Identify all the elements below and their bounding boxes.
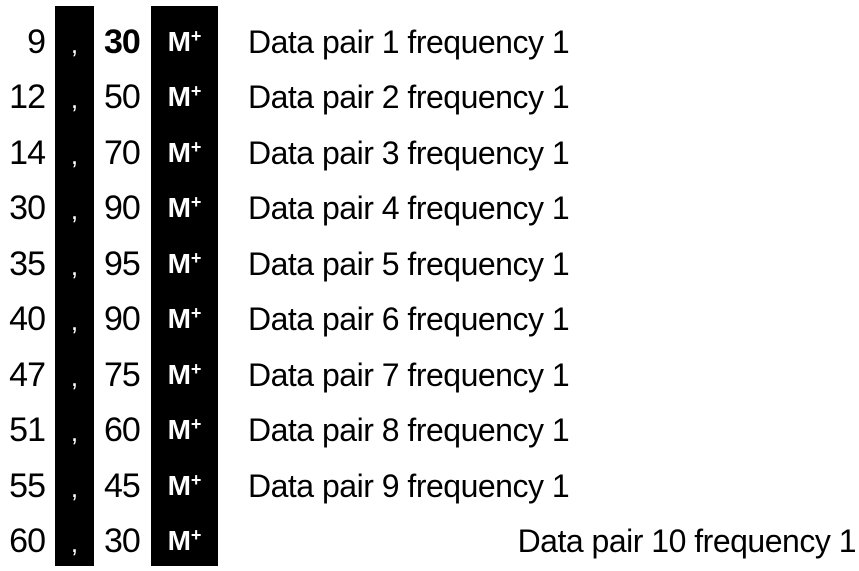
comma-key: , (70, 528, 79, 558)
y-value: 90 (104, 300, 141, 338)
m-plus-key-label: M (167, 26, 191, 57)
x-value: 12 (9, 78, 46, 116)
comma-key: , (70, 251, 79, 281)
y-value: 75 (104, 356, 141, 394)
m-plus-key-sign: + (190, 137, 202, 157)
data-pair-note: Data pair 3 frequency 1 (248, 135, 570, 171)
y-value: 60 (104, 411, 141, 449)
y-value: 30 (104, 522, 141, 560)
data-pair-note: Data pair 2 frequency 1 (248, 79, 570, 115)
m-plus-key-label: M (167, 470, 191, 501)
m-plus-key-column (151, 6, 218, 566)
x-value: 9 (27, 23, 46, 61)
data-pair-row: 51 , 60 M+ Data pair 8 frequency 1 (0, 402, 859, 458)
data-pair-note: Data pair 1 frequency 1 (248, 24, 570, 60)
x-value: 51 (9, 411, 46, 449)
comma-key: , (70, 417, 79, 447)
m-plus-key-label: M (167, 81, 191, 112)
data-pair-note: Data pair 7 frequency 1 (248, 357, 570, 393)
m-plus-key: M+ (151, 180, 218, 236)
m-plus-key: M+ (151, 402, 218, 458)
y-value: 50 (104, 78, 141, 116)
comma-key-column (55, 6, 94, 566)
m-plus-key: M+ (151, 236, 218, 292)
data-pair-note: Data pair 8 frequency 1 (248, 412, 570, 448)
data-pair-note: Data pair 9 frequency 1 (248, 468, 570, 504)
comma-key: , (70, 140, 79, 170)
m-plus-key-sign: + (190, 414, 202, 434)
data-pair-note: Data pair 10 frequency 1 (517, 523, 857, 559)
y-value: 95 (104, 245, 141, 283)
comma-key: , (70, 473, 79, 503)
comma-key: , (70, 29, 79, 59)
data-pair-row: 40 , 90 M+ Data pair 6 frequency 1 (0, 291, 859, 347)
m-plus-key-label: M (167, 414, 191, 445)
m-plus-key-sign: + (190, 81, 202, 101)
comma-key: , (70, 362, 79, 392)
data-pair-row: 35 , 95 M+ Data pair 5 frequency 1 (0, 236, 859, 292)
comma-key: , (70, 84, 79, 114)
data-pair-row: 60 , 30 M+ Data pair 10 frequency 1 (0, 513, 859, 569)
y-value: 90 (104, 189, 141, 227)
x-value: 55 (9, 467, 46, 505)
data-pair-note: Data pair 6 frequency 1 (248, 301, 570, 337)
m-plus-key: M+ (151, 347, 218, 403)
m-plus-key-sign: + (190, 248, 202, 268)
m-plus-key-label: M (167, 359, 191, 390)
m-plus-key: M+ (151, 125, 218, 181)
m-plus-key-sign: + (190, 470, 202, 490)
data-pair-row: 55 , 45 M+ Data pair 9 frequency 1 (0, 458, 859, 514)
x-value: 14 (9, 134, 46, 172)
m-plus-key-label: M (167, 303, 191, 334)
y-value: 70 (104, 134, 141, 172)
data-pair-note: Data pair 4 frequency 1 (248, 190, 570, 226)
m-plus-key-label: M (167, 137, 191, 168)
m-plus-key: M+ (151, 458, 218, 514)
m-plus-key-sign: + (190, 192, 202, 212)
m-plus-key-label: M (167, 248, 191, 279)
x-value: 60 (9, 522, 46, 560)
m-plus-key-sign: + (190, 359, 202, 379)
data-pair-row: 9 , 30 M+ Data pair 1 frequency 1 (0, 14, 859, 70)
m-plus-key-label: M (167, 525, 191, 556)
y-value: 30 (104, 23, 141, 61)
m-plus-key-sign: + (190, 26, 202, 46)
m-plus-key: M+ (151, 14, 218, 70)
x-value: 47 (9, 356, 46, 394)
m-plus-key: M+ (151, 69, 218, 125)
data-pair-row: 14 , 70 M+ Data pair 3 frequency 1 (0, 125, 859, 181)
y-value: 45 (104, 467, 141, 505)
data-pair-row: 30 , 90 M+ Data pair 4 frequency 1 (0, 180, 859, 236)
data-pair-row: 47 , 75 M+ Data pair 7 frequency 1 (0, 347, 859, 403)
m-plus-key-label: M (167, 192, 191, 223)
m-plus-key-sign: + (190, 525, 202, 545)
x-value: 35 (9, 245, 46, 283)
comma-key: , (70, 195, 79, 225)
comma-key: , (70, 306, 79, 336)
data-pair-note: Data pair 5 frequency 1 (248, 246, 570, 282)
data-pair-row: 12 , 50 M+ Data pair 2 frequency 1 (0, 69, 859, 125)
m-plus-key: M+ (151, 291, 218, 347)
x-value: 40 (9, 300, 46, 338)
m-plus-key: M+ (151, 513, 218, 569)
x-value: 30 (9, 189, 46, 227)
m-plus-key-sign: + (190, 303, 202, 323)
